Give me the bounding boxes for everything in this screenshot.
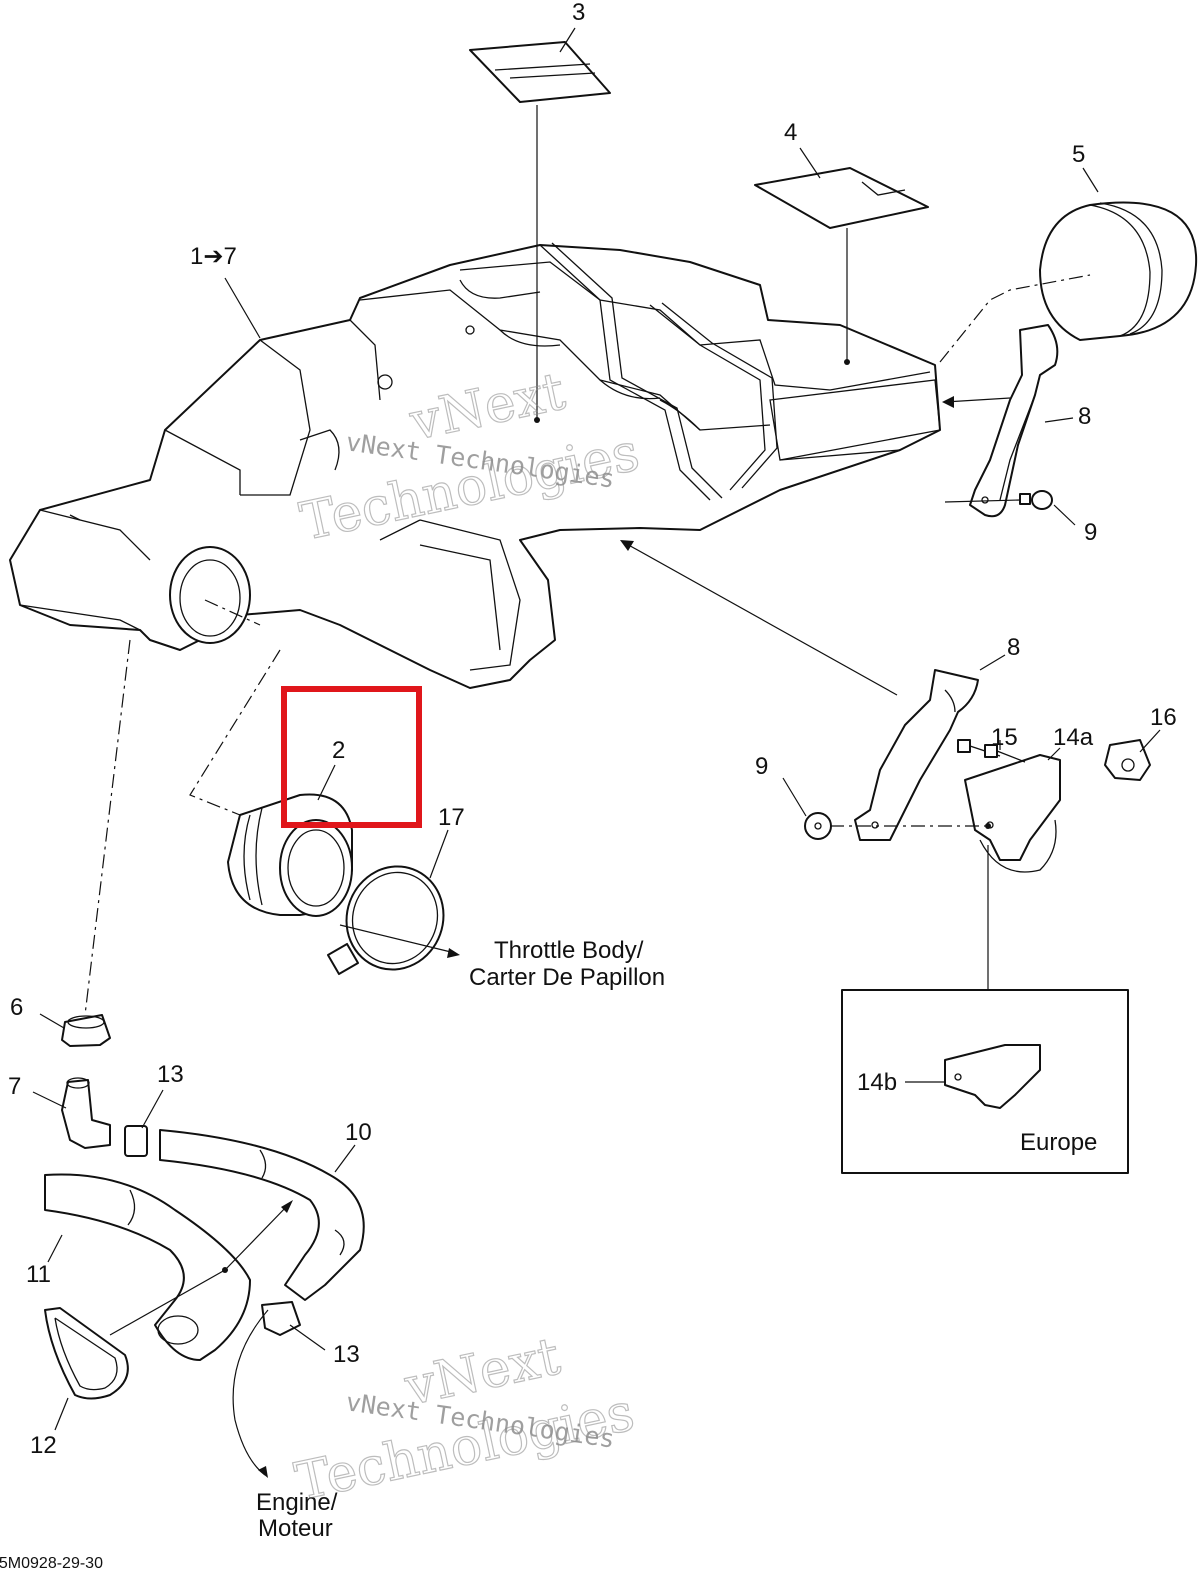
part-14a-bracket xyxy=(964,754,1061,873)
engine-note-line2: Moteur xyxy=(258,1515,333,1542)
part-13-clamp-lower xyxy=(261,1301,301,1336)
part-9-grommet-upper xyxy=(1019,490,1053,510)
part-13-clamp-upper xyxy=(124,1125,148,1157)
callout-13-lower: 13 xyxy=(333,1341,360,1368)
part-10-hose xyxy=(159,1129,365,1301)
highlight-box xyxy=(281,686,422,828)
throttle-body-note-line2: Carter De Papillon xyxy=(469,964,665,991)
engine-note-line1: Engine/ xyxy=(256,1489,338,1516)
europe-inset xyxy=(841,989,1129,1174)
part-8-support-lower xyxy=(854,669,979,841)
part-4-sticker xyxy=(754,167,929,229)
callout-15: 15 xyxy=(991,724,1018,751)
europe-label: Europe xyxy=(1020,1129,1097,1156)
callout-4: 4 xyxy=(784,119,797,146)
callout-14b: 14b xyxy=(857,1069,897,1096)
callout-16: 16 xyxy=(1150,704,1177,731)
callout-14a: 14a xyxy=(1053,724,1094,751)
part-7-elbow xyxy=(61,1077,111,1149)
callout-6: 6 xyxy=(10,994,23,1021)
callout-11: 11 xyxy=(26,1261,51,1288)
part-6-grommet xyxy=(61,1014,111,1047)
callout-3: 3 xyxy=(572,0,585,26)
part-8-support-upper xyxy=(969,324,1059,518)
callout-17: 17 xyxy=(438,804,465,831)
drawing-code: 25M0928-29-30 xyxy=(0,1555,103,1571)
part-16-clip xyxy=(1104,739,1151,781)
part-11-hose xyxy=(44,1173,251,1361)
callout-2: 2 xyxy=(332,737,345,764)
callout-10: 10 xyxy=(345,1119,372,1146)
throttle-body-note-line1: Throttle Body/ xyxy=(494,937,644,964)
part-2-adapter xyxy=(227,793,353,917)
callout-9-lower: 9 xyxy=(755,753,768,780)
callout-9-upper: 9 xyxy=(1084,519,1097,546)
part-5-air-filter xyxy=(1039,201,1198,341)
part-9-grommet-lower xyxy=(804,812,832,840)
callout-13-upper: 13 xyxy=(157,1061,184,1088)
part-3-sticker xyxy=(469,41,611,103)
part-15-bolts xyxy=(957,739,1026,763)
callout-1-7: 1➔7 xyxy=(190,243,237,270)
callout-5: 5 xyxy=(1072,141,1085,168)
callout-8-upper: 8 xyxy=(1078,403,1091,430)
leader-lines xyxy=(32,27,1161,1478)
part-12-clamp xyxy=(44,1307,129,1400)
callout-7: 7 xyxy=(8,1073,21,1100)
callout-12: 12 xyxy=(30,1432,57,1459)
part-1-intake-silencer xyxy=(9,242,941,689)
callout-8-lower: 8 xyxy=(1007,634,1020,661)
